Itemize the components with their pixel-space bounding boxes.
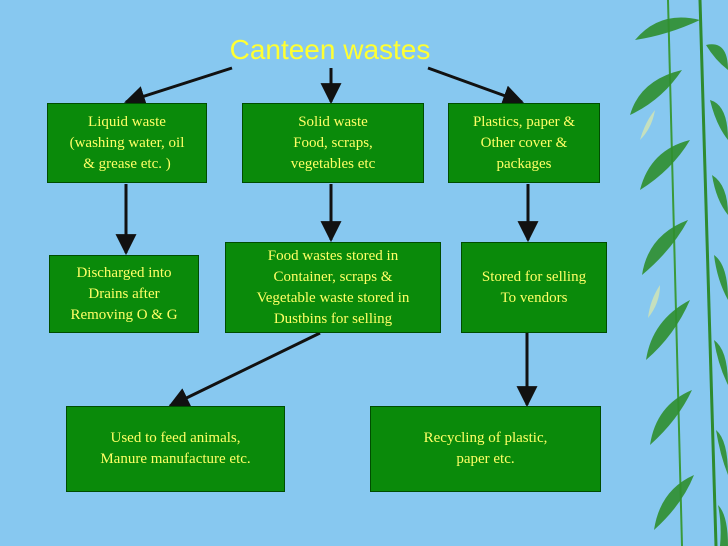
node-feed-animals: Used to feed animals, Manure manufacture… [66,406,285,492]
node-liquid-waste: Liquid waste (washing water, oil & greas… [47,103,207,183]
node-recycling: Recycling of plastic, paper etc. [370,406,601,492]
arrow-title-to-liquid-waste [124,66,233,107]
node-stored-selling: Stored for selling To vendors [461,242,607,333]
node-discharged: Discharged into Drains after Removing O … [49,255,199,333]
arrow-title-to-plastics [427,66,524,106]
diagram-title: Canteen wastes [229,34,431,65]
node-plastics: Plastics, paper & Other cover & packages [448,103,600,183]
node-solid-waste: Solid waste Food, scraps, vegetables etc [242,103,424,183]
node-food-stored: Food wastes stored in Container, scraps … [225,242,441,333]
arrow-food-stored-to-feed-animals [168,331,321,408]
